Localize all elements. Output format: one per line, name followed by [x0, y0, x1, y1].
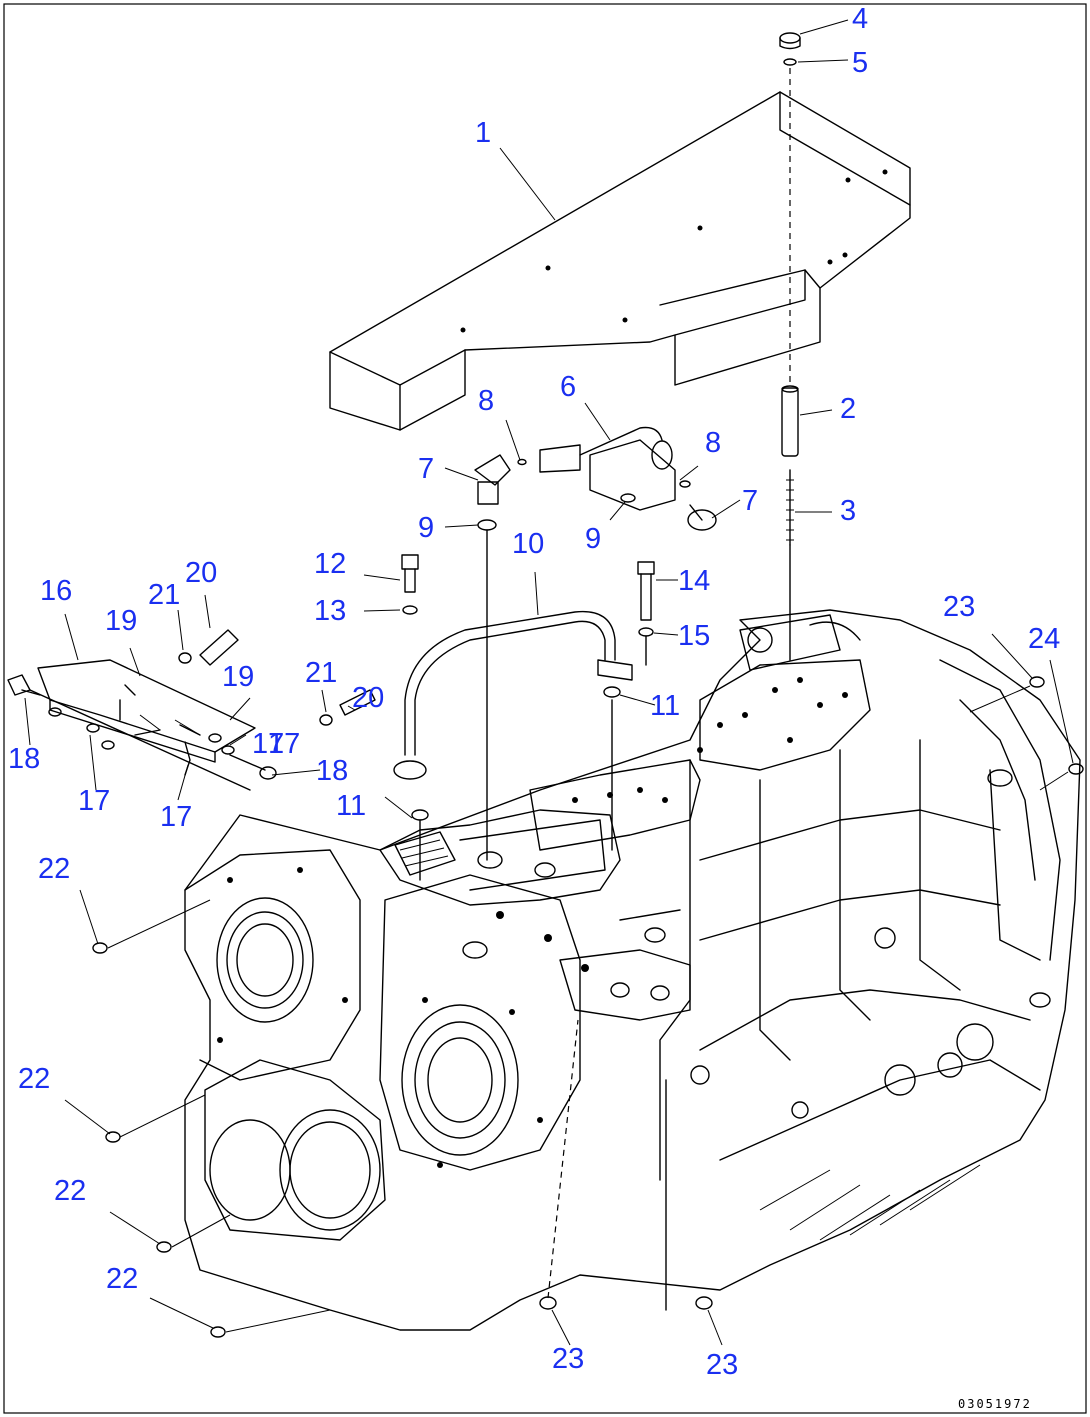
- callout-9a: 9: [418, 512, 434, 544]
- callout-8b: 8: [705, 427, 721, 459]
- callout-23c: 23: [943, 591, 975, 623]
- drawing-number: 03051972: [958, 1397, 1032, 1411]
- callout-labels: 1 2 3 4 5 6 7 7 8 8 9 9 10 11 11 12 13 1…: [8, 3, 1060, 1381]
- callout-14: 14: [678, 565, 710, 597]
- callout-16: 16: [40, 575, 72, 607]
- callout-18b: 18: [316, 755, 348, 787]
- callout-17b: 17: [160, 801, 192, 833]
- transmission-housing: [184, 609, 1081, 1331]
- oil-tube: [393, 610, 633, 881]
- bracket-assembly: [7, 629, 376, 791]
- callout-21a: 21: [148, 579, 180, 611]
- callout-3: 3: [840, 495, 856, 527]
- callout-17a: 17: [78, 785, 110, 817]
- leader-lines: [24, 19, 1074, 1346]
- callout-19a: 19: [105, 605, 137, 637]
- callout-15: 15: [678, 620, 710, 652]
- callout-5: 5: [852, 47, 868, 79]
- cover-plate: [329, 91, 911, 431]
- drawing-frame: [3, 3, 1087, 1414]
- callout-23a: 23: [552, 1343, 584, 1375]
- callout-7b: 7: [742, 485, 758, 517]
- callout-9b: 9: [585, 523, 601, 555]
- callout-4: 4: [852, 3, 868, 35]
- callout-11b: 11: [336, 790, 366, 822]
- mounting-bolts-left: [92, 899, 331, 1338]
- callout-24: 24: [1028, 623, 1060, 655]
- bolts-washers: [401, 554, 655, 666]
- callout-22a: 22: [38, 853, 70, 885]
- callout-20b: 20: [352, 682, 384, 714]
- callout-21b: 21: [305, 657, 337, 689]
- callout-10: 10: [512, 528, 544, 560]
- callout-17d: 17: [268, 728, 300, 760]
- callout-22b: 22: [18, 1063, 50, 1095]
- callout-18a: 18: [8, 743, 40, 775]
- callout-22c: 22: [54, 1175, 86, 1207]
- callout-6: 6: [560, 371, 576, 403]
- callout-17c: 17: [252, 728, 284, 760]
- callout-13: 13: [314, 595, 346, 627]
- callout-11a: 11: [650, 690, 680, 722]
- callout-1: 1: [475, 117, 491, 149]
- callout-23b: 23: [706, 1349, 738, 1381]
- callout-20a: 20: [185, 557, 217, 589]
- mounting-bolts-right: [539, 676, 1084, 1311]
- cap-nut-assembly: [779, 32, 801, 661]
- callout-2: 2: [840, 393, 856, 425]
- callout-7a: 7: [418, 453, 434, 485]
- callout-22d: 22: [106, 1263, 138, 1295]
- callout-12: 12: [314, 548, 346, 580]
- callout-8a: 8: [478, 385, 494, 417]
- callout-19b: 19: [222, 661, 254, 693]
